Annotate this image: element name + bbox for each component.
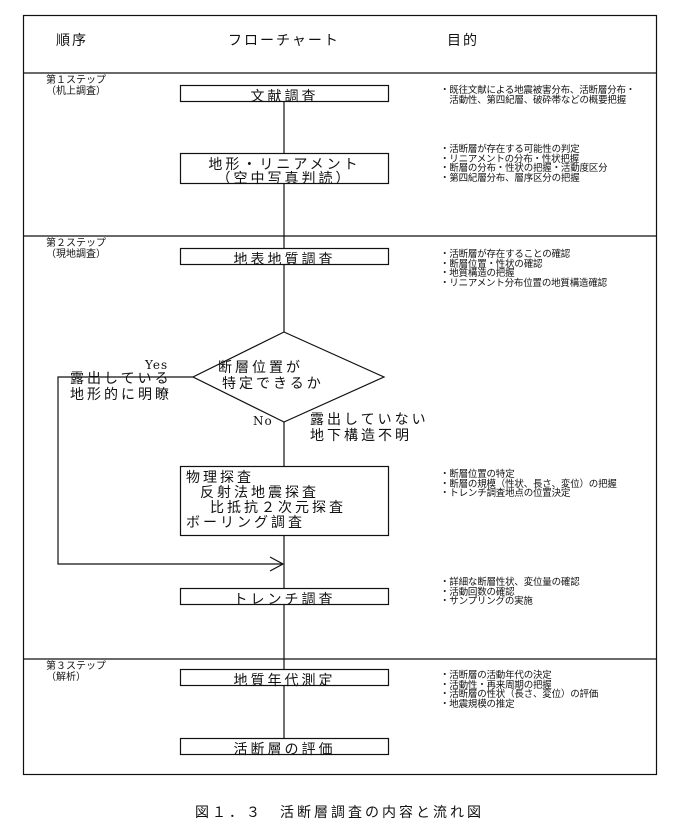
- reflection-seismic-label: 反射法地震探査: [200, 485, 319, 501]
- decision-line-2: 特定できるか: [222, 376, 324, 392]
- no-label: No: [253, 414, 273, 428]
- yes-branch-line: [57, 376, 283, 565]
- purpose-trench: ・詳細な断層性状、変位量の確認 ・活動回数の確認 ・サンプリングの実施: [440, 578, 580, 607]
- boring-label: ボーリング調査: [186, 515, 305, 531]
- purpose-line: ・リニアメント分布位置の地質構造確認: [440, 277, 607, 289]
- step-2-label: 第２ステップ （現地調査）: [46, 238, 106, 260]
- geophysics-label: 物理探査: [186, 470, 254, 486]
- step-1-sub: （机上調査）: [46, 86, 106, 97]
- decision-diamond: [191, 331, 386, 423]
- lineament-label: 地形・リニアメント: [208, 157, 361, 173]
- step-2-sub: （現地調査）: [46, 249, 106, 260]
- purpose-lineament: ・活断層が存在する可能性の判定 ・リニアメントの分布・性状把握 ・断層の分布・性…: [440, 144, 608, 184]
- purpose-line: ・断層位置・性状の確認: [440, 258, 543, 270]
- step-3-title: 第３ステップ: [46, 661, 106, 672]
- header-purpose: 目的: [447, 33, 479, 49]
- yes-note-exposed: 露出している: [70, 371, 172, 387]
- no-note-not-exposed: 露出していない: [310, 412, 429, 428]
- box-surface: [179, 247, 390, 266]
- aerial-photo-label: （空中写真判読）: [216, 171, 353, 187]
- yes-label: Yes: [145, 358, 169, 372]
- step-1-title: 第１ステップ: [46, 75, 106, 86]
- purpose-line: ・地震規模の推定: [440, 698, 515, 710]
- box-trench: [179, 587, 390, 606]
- box-evaluation: [179, 737, 390, 756]
- decision-line-1: 断層位置が: [218, 360, 303, 376]
- purpose-surface: ・活断層が存在することの確認 ・断層位置・性状の確認 ・地質構造の把握 ・リニア…: [440, 250, 607, 288]
- purpose-dating: ・活断層の活動年代の決定 ・活動性・再来周期の把握 ・活断層の性状（長さ、変位）…: [440, 671, 598, 709]
- step-1-label: 第１ステップ （机上調査）: [46, 75, 106, 97]
- purpose-line: ・活動回数の確認: [440, 586, 515, 598]
- purpose-line: ・リニアメントの分布・性状把握: [440, 153, 580, 165]
- purpose-line: ・活断層の性状（長さ、変位）の評価: [440, 689, 599, 700]
- purpose-literature: ・既往文献による地震被害分布、活断層分布・ 活動性、第四紀層、破砕帯などの概要把…: [440, 86, 635, 105]
- no-note-unknown: 地下構造不明: [310, 428, 412, 444]
- purpose-line: ・断層位置の特定: [440, 469, 515, 480]
- outer-frame: [22, 14, 658, 776]
- yes-branch-arrowhead: [269, 556, 285, 572]
- header-flowchart: フローチャート: [228, 33, 340, 49]
- purpose-line: ・断層の規模（性状、長さ、変位）の把握: [440, 478, 617, 490]
- purpose-line: ・既往文献による地震被害分布、活断層分布・: [440, 85, 636, 96]
- box-dating: [179, 668, 390, 687]
- box-geophysics: [179, 465, 390, 537]
- literature-survey-label: 文献調査: [250, 89, 319, 105]
- trench-label: トレンチ調査: [233, 592, 336, 608]
- box-lineament: [179, 152, 390, 185]
- purpose-geophysics: ・断層位置の特定 ・断層の規模（性状、長さ、変位）の把握 ・トレンチ調査地点の位…: [440, 470, 617, 499]
- step-3-label: 第３ステップ （解析）: [46, 661, 106, 683]
- purpose-line: 活動性、第四紀層、破砕帯などの概要把握: [440, 94, 627, 106]
- step-2-title: 第２ステップ: [46, 238, 106, 249]
- purpose-line: ・断層の分布・性状の把握・活動度区分: [440, 163, 608, 174]
- purpose-line: ・活断層が存在することの確認: [440, 249, 571, 260]
- purpose-line: ・活断層の活動年代の決定: [440, 670, 552, 681]
- resistivity-label: 比抵抗２次元探査: [210, 500, 346, 516]
- purpose-line: ・トレンチ調査地点の位置決定: [440, 488, 571, 499]
- purpose-line: ・活断層が存在する可能性の判定: [440, 144, 580, 155]
- purpose-line: ・活動性・再来周期の把握: [440, 679, 552, 691]
- purpose-line: ・第四紀層分布、層序区分の把握: [440, 172, 580, 184]
- header-order: 順序: [56, 33, 88, 49]
- step-3-sub: （解析）: [46, 672, 86, 683]
- yes-note-clear: 地形的に明瞭: [70, 387, 172, 403]
- purpose-line: ・詳細な断層性状、変位量の確認: [440, 577, 580, 588]
- dating-label: 地質年代測定: [233, 673, 336, 689]
- purpose-line: ・地質構造の把握: [440, 268, 515, 279]
- purpose-line: ・サンプリングの実施: [440, 596, 533, 607]
- evaluation-label: 活断層の評価: [233, 742, 336, 758]
- box-literature: [179, 84, 390, 103]
- figure-caption: 図１．３ 活断層調査の内容と流れ図: [195, 805, 484, 821]
- surface-geology-label: 地表地質調査: [233, 252, 336, 268]
